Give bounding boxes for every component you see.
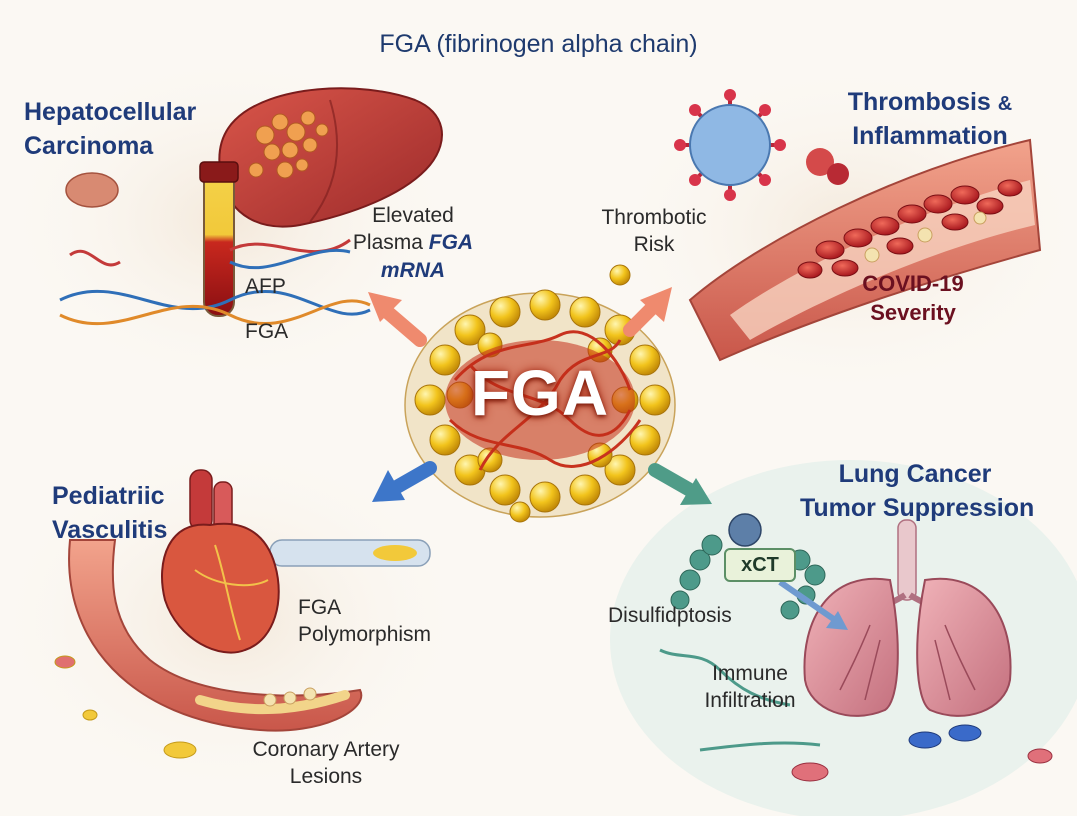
blood-cell-cluster-icon [806, 148, 849, 185]
thrombotic-risk-line1: Thrombotic [601, 206, 707, 229]
dna-helix-icon [59, 238, 371, 326]
polymorphism-line2: Polymorphism [298, 623, 432, 647]
arrow-to-thrombosis [623, 287, 672, 337]
lung-heading: Lung Cancer Tumor Suppression [800, 458, 1035, 526]
catheter-tube-icon [269, 539, 431, 567]
fga-molecule-illustration [404, 264, 676, 523]
thrombosis-heading-amp: & [997, 93, 1013, 115]
hcc-heading-line2: Carcinoma [24, 131, 154, 160]
blood-vessel-clot-illustration [688, 138, 1042, 362]
thrombosis-heading: Thrombosis & Inflammation [840, 86, 1020, 154]
xct-badge: xCT [724, 548, 796, 582]
liver-illustration [218, 87, 443, 228]
fga-polymorphism-label: FGA Polymorphism [298, 594, 431, 649]
elevated-line2-plain: Plasma [352, 231, 423, 255]
immune-line1: Immune [712, 662, 788, 685]
elevated-line3: mRNA [380, 258, 446, 282]
afp-label: AFP [245, 275, 286, 298]
vasculitis-heading-line2: Vasculitis [52, 515, 168, 544]
diagram-title: FGA (fibrinogen alpha chain) [379, 30, 698, 58]
protein-complex-icon [670, 513, 826, 620]
covid-line1: COVID-19 [862, 271, 964, 296]
arrow-to-lung [648, 463, 712, 505]
lung-heading-line1: Lung Cancer [838, 460, 992, 488]
elevated-line1: Elevated [372, 204, 454, 227]
elevated-plasma-label: Elevated Plasma FGA mRNA [348, 202, 478, 284]
lung-heading-line2: Tumor Suppression [800, 493, 1035, 522]
vasculitis-heading-line1: Pediatriic [52, 482, 165, 510]
heart-icon [161, 469, 280, 654]
vasculitis-heading: Pediatriic Vasculitis [52, 480, 167, 548]
thrombosis-heading-line1: Thrombosis & [840, 86, 1020, 120]
thrombotic-risk-label: Thrombotic Risk [598, 204, 710, 259]
thrombosis-heading-line2: Inflammation [852, 121, 1008, 150]
immune-line2: Infiltration [704, 689, 796, 713]
covid-severity-label: COVID-19 Severity [848, 270, 978, 327]
elevated-line2-em: FGA [428, 231, 474, 255]
thrombotic-risk-line2: Risk [633, 233, 675, 257]
cell-pellet-icons [791, 724, 1053, 782]
lesions-line2: Lesions [289, 765, 363, 789]
fga-center-label: FGA [470, 357, 610, 429]
hcc-heading-line1: Hepatocellular [24, 98, 197, 126]
fga-marker-label: FGA [245, 320, 289, 343]
thrombosis-heading-word: Thrombosis [847, 88, 991, 116]
tissue-sample-icon [65, 172, 119, 208]
arrow-xct-to-lung [778, 579, 848, 630]
coronary-lesions-label: Coronary Artery Lesions [240, 736, 412, 791]
immune-chain-icon [659, 648, 821, 752]
lesions-line1: Coronary Artery [252, 738, 400, 761]
elevated-line2: Plasma FGA [348, 229, 478, 256]
hcc-heading: Hepatocellular Carcinoma [24, 96, 196, 164]
covid-line2: Severity [870, 299, 956, 325]
immune-infiltration-label: Immune Infiltration [690, 660, 810, 715]
artery-illustration [68, 539, 363, 732]
virus-icon [674, 89, 786, 201]
polymorphism-line1: FGA [298, 596, 342, 619]
arrow-to-vasculitis [372, 461, 437, 502]
platelet-icons [54, 655, 197, 759]
disulfidptosis-label: Disulfidptosis [608, 604, 732, 627]
arrow-to-hcc [368, 292, 427, 347]
blood-tube-icon [199, 161, 239, 317]
